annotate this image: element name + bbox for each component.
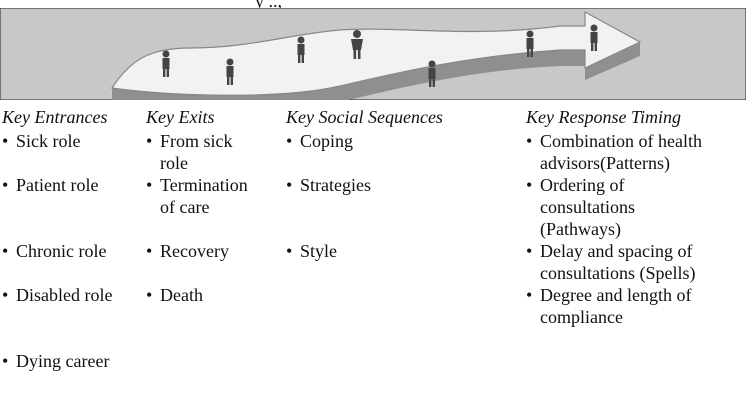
exit-label: Termination of care	[160, 175, 248, 217]
list-item: • Ordering of consultations (Pathways)	[526, 174, 746, 240]
bullet: •	[146, 285, 153, 305]
entrance-label: Patient role	[16, 175, 99, 195]
list-item: • Degree and length of compliance	[526, 284, 746, 328]
list-item: • Style	[286, 240, 506, 284]
key-response-timing-heading: Key Response Timing	[526, 107, 681, 127]
person-figure-4	[351, 30, 363, 59]
entrance-label: Dying career	[16, 351, 110, 371]
page-top-text-fragment: y ..,	[255, 0, 282, 11]
bullet: •	[146, 131, 153, 151]
timing-label: Combination of health advisors(Patterns)	[540, 131, 702, 173]
key-response-timing-column: Key Response Timing • Combination of heal…	[526, 106, 746, 328]
exit-label: Death	[160, 285, 203, 305]
entrance-label: Chronic role	[16, 241, 107, 261]
bullet: •	[2, 241, 9, 261]
key-social-sequences-heading: Key Social Sequences	[286, 107, 443, 127]
exit-label: Recovery	[160, 241, 229, 261]
person-figure-6	[526, 30, 534, 57]
key-exits-column: Key Exits • From sick role • Termination o…	[146, 106, 286, 306]
figures	[162, 24, 598, 87]
exit-label: From sick role	[160, 131, 233, 173]
bullet: •	[286, 131, 293, 151]
list-item: • Death	[146, 284, 286, 306]
person-figure-5	[428, 60, 436, 87]
bullet: •	[526, 175, 533, 195]
social-sequence-label: Style	[300, 241, 338, 261]
arrow-side-shadow	[112, 42, 640, 100]
bullet: •	[2, 175, 9, 195]
person-figure-3	[297, 36, 305, 63]
list-item: • Dying career	[2, 350, 140, 372]
key-entrances-column: Key Entrances • Sick role • Patient role •…	[2, 106, 140, 372]
key-exits-heading: Key Exits	[146, 107, 215, 127]
list-item: • Disabled role	[2, 284, 140, 350]
list-item: • Recovery	[146, 240, 286, 284]
bullet: •	[146, 175, 153, 195]
list-item: • Patient role	[2, 174, 140, 240]
list-item: • Combination of health advisors(Patterns…	[526, 130, 746, 174]
key-social-sequences-column: Key Social Sequences • Coping • Strategies…	[286, 106, 506, 284]
key-entrances-heading: Key Entrances	[2, 107, 108, 127]
bullet: •	[2, 285, 9, 305]
bullet: •	[286, 175, 293, 195]
bullet: •	[526, 285, 533, 305]
person-figure-7	[590, 24, 598, 51]
pathway-arrow-banner	[0, 8, 746, 100]
winding-arrow	[110, 10, 642, 96]
list-item: • Coping	[286, 130, 506, 174]
list-item: • Chronic role	[2, 240, 140, 284]
list-item: • Termination of care	[146, 174, 286, 240]
person-figure-2	[226, 58, 234, 85]
bullet: •	[2, 131, 9, 151]
bullet: •	[526, 131, 533, 151]
bullet: •	[2, 351, 9, 371]
list-item: • Strategies	[286, 174, 506, 240]
timing-label: Ordering of consultations (Pathways)	[540, 175, 635, 239]
list-item: • From sick role	[146, 130, 286, 174]
entrance-label: Sick role	[16, 131, 81, 151]
person-figure-1	[162, 50, 170, 77]
list-item: • Sick role	[2, 130, 140, 174]
bullet: •	[286, 241, 293, 261]
timing-label: Degree and length of compliance	[540, 285, 692, 327]
social-sequence-label: Strategies	[300, 175, 371, 195]
bullet: •	[526, 241, 533, 261]
list-item: • Delay and spacing of consultations (Spe…	[526, 240, 746, 284]
entrance-label: Disabled role	[16, 285, 113, 305]
bullet: •	[146, 241, 153, 261]
timing-label: Delay and spacing of consultations (Spel…	[540, 241, 696, 283]
social-sequence-label: Coping	[300, 131, 354, 151]
